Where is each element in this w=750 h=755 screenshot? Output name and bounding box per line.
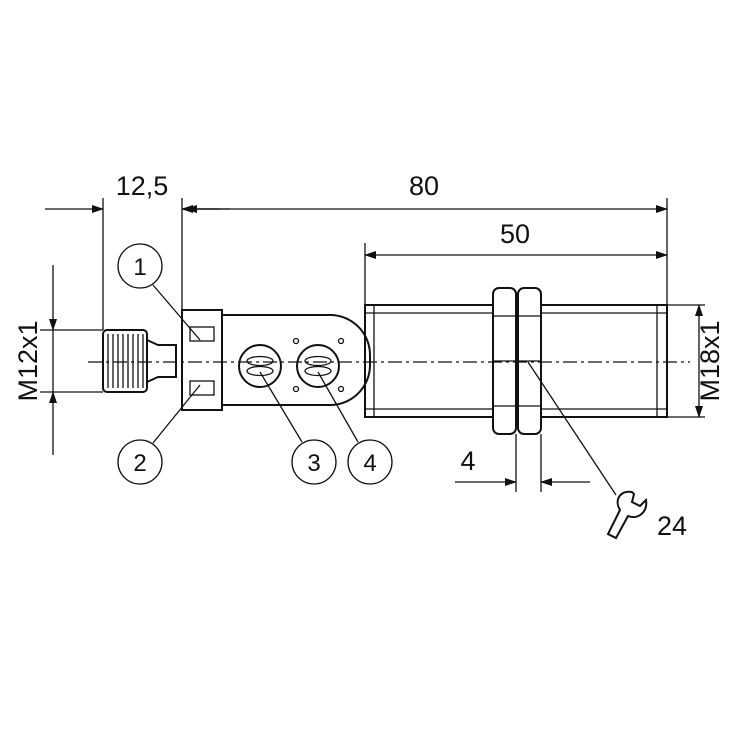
dimension-body-thread: M18x1 — [695, 304, 725, 418]
wrench-icon — [606, 490, 648, 540]
led-window-right — [292, 337, 345, 393]
dim-total-length-label: 80 — [409, 171, 439, 201]
dim-thread-length-label: 50 — [500, 219, 530, 249]
callout-2-label: 2 — [133, 450, 146, 477]
sensor-body — [88, 287, 690, 435]
dimension-thread-length: 50 — [364, 219, 668, 259]
nut-left — [492, 287, 517, 435]
nut-right — [517, 287, 542, 435]
callout-4-label: 4 — [363, 450, 376, 477]
housing — [181, 309, 371, 411]
wrench-size-callout: 24 — [527, 361, 687, 541]
dimension-nut-width: 4 — [455, 446, 590, 486]
dim-connector-thread-label: M12x1 — [13, 320, 43, 401]
dim-nut-width-label: 4 — [460, 446, 475, 476]
callout-4: 4 — [317, 371, 393, 485]
wrench-size-label: 24 — [657, 511, 687, 541]
m12-connector — [102, 329, 177, 393]
dimension-connector-length: 12,5 — [45, 171, 230, 213]
callout-3-label: 3 — [307, 450, 320, 477]
callout-2: 2 — [117, 384, 201, 485]
dimension-total-length: 80 — [185, 171, 668, 213]
dim-body-thread-label: M18x1 — [695, 320, 725, 401]
led-window-left — [238, 344, 282, 388]
callout-1-label: 1 — [133, 254, 146, 281]
dim-connector-length-label: 12,5 — [116, 171, 169, 201]
callout-3: 3 — [259, 371, 337, 485]
callout-1: 1 — [117, 243, 201, 341]
dimension-connector-thread: M12x1 — [13, 265, 57, 455]
